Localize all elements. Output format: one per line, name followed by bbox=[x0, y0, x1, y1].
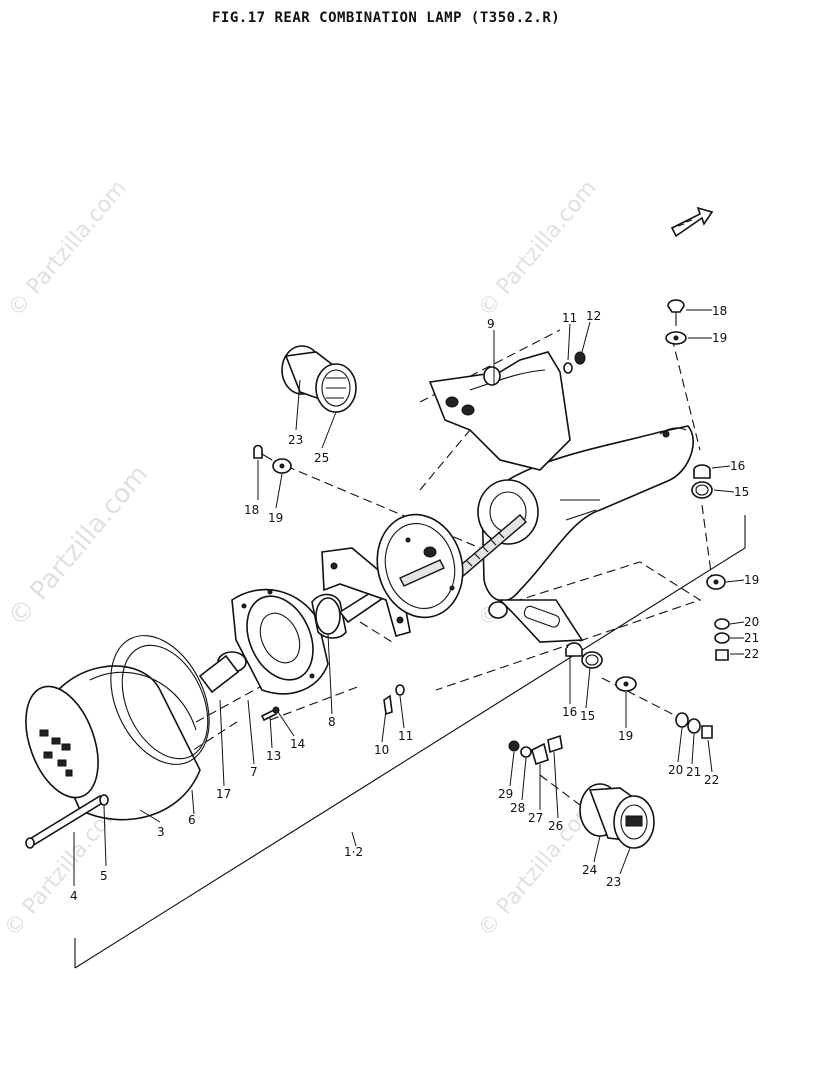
callout-label-22: 22 bbox=[744, 647, 759, 661]
front-direction-arrow-icon bbox=[670, 206, 714, 238]
nut-12-top bbox=[574, 351, 586, 365]
callout-label-10: 10 bbox=[374, 743, 389, 757]
watermark-text: © Partzilla.com bbox=[473, 176, 601, 322]
callout-label-1-2: 1·2 bbox=[344, 845, 363, 859]
callout-label-14: 14 bbox=[290, 737, 305, 751]
washer-11-top bbox=[563, 362, 573, 374]
lamp-base-plate bbox=[231, 588, 329, 695]
reflector-disk bbox=[376, 513, 464, 619]
callout-label-18: 18 bbox=[244, 503, 259, 517]
callout-label-25: 25 bbox=[314, 451, 329, 465]
washer-nut-stack-right bbox=[714, 618, 730, 661]
callout-label-19: 19 bbox=[744, 573, 759, 587]
washer-nut-stack-lower bbox=[675, 712, 713, 739]
bolt-18-left bbox=[253, 444, 273, 461]
callout-label-6: 6 bbox=[188, 813, 196, 827]
callout-label-16: 16 bbox=[730, 459, 745, 473]
callout-label-16: 16 bbox=[562, 705, 577, 719]
callout-label-21: 21 bbox=[744, 631, 759, 645]
callout-label-20: 20 bbox=[668, 763, 683, 777]
callout-label-23: 23 bbox=[606, 875, 621, 889]
mounting-frame bbox=[428, 351, 694, 643]
callout-label-12: 12 bbox=[586, 309, 601, 323]
callout-label-23: 23 bbox=[288, 433, 303, 447]
bolt-18-right bbox=[667, 299, 685, 326]
callout-label-8: 8 bbox=[328, 715, 336, 729]
callout-label-19: 19 bbox=[712, 331, 727, 345]
callout-label-29: 29 bbox=[498, 787, 513, 801]
bulb bbox=[198, 651, 247, 694]
assembly-bracket-lines bbox=[74, 515, 746, 969]
callout-label-9: 9 bbox=[487, 317, 495, 331]
leader-lines bbox=[73, 309, 745, 886]
callout-label-28: 28 bbox=[510, 801, 525, 815]
callout-label-4: 4 bbox=[70, 889, 78, 903]
figure-title: FIG.17 REAR COMBINATION LAMP (T350.2.R) bbox=[212, 10, 561, 26]
callout-label-7: 7 bbox=[250, 765, 258, 779]
grommet-15-upper bbox=[691, 481, 713, 499]
lens-grille bbox=[39, 729, 73, 777]
reflector-bracket bbox=[321, 547, 411, 637]
callout-label-20: 20 bbox=[744, 615, 759, 629]
bushing-16-upper bbox=[693, 464, 711, 479]
callout-label-19: 19 bbox=[618, 729, 633, 743]
callout-label-19: 19 bbox=[268, 511, 283, 525]
callout-label-27: 27 bbox=[528, 811, 543, 825]
nut-9 bbox=[483, 366, 501, 386]
callout-label-24: 24 bbox=[582, 863, 597, 877]
washer bbox=[99, 794, 109, 806]
callout-label-17: 17 bbox=[216, 787, 231, 801]
washer-19-lower bbox=[615, 676, 637, 692]
washer-19-left bbox=[272, 458, 292, 474]
callout-label-3: 3 bbox=[157, 825, 165, 839]
callout-label-15: 15 bbox=[734, 485, 749, 499]
watermark-text: © Partzilla.com bbox=[2, 460, 154, 633]
callout-label-13: 13 bbox=[266, 749, 281, 763]
callout-label-15: 15 bbox=[580, 709, 595, 723]
callout-labels: 23 25 18 19 9 11 12 18 19 16 15 19 20 21… bbox=[70, 304, 759, 903]
side-reflector-upper bbox=[281, 345, 357, 413]
callout-label-18: 18 bbox=[712, 304, 727, 318]
washer-19-right bbox=[665, 331, 687, 345]
callout-label-11: 11 bbox=[562, 311, 577, 325]
callout-label-5: 5 bbox=[100, 869, 108, 883]
side-reflector-lower bbox=[579, 783, 655, 849]
callout-label-21: 21 bbox=[686, 765, 701, 779]
lens-housing bbox=[25, 665, 201, 821]
washer-19-mid bbox=[706, 574, 726, 590]
callout-label-11: 11 bbox=[398, 729, 413, 743]
callout-label-26: 26 bbox=[548, 819, 563, 833]
small-screws bbox=[260, 684, 405, 722]
grommet-15-lower bbox=[581, 651, 603, 669]
small-fasteners-lower bbox=[508, 734, 563, 766]
bushing-16-lower bbox=[565, 642, 583, 657]
watermark-text: © Partzilla.com bbox=[3, 176, 131, 322]
callout-label-22: 22 bbox=[704, 773, 719, 787]
lens-gasket bbox=[110, 635, 210, 765]
